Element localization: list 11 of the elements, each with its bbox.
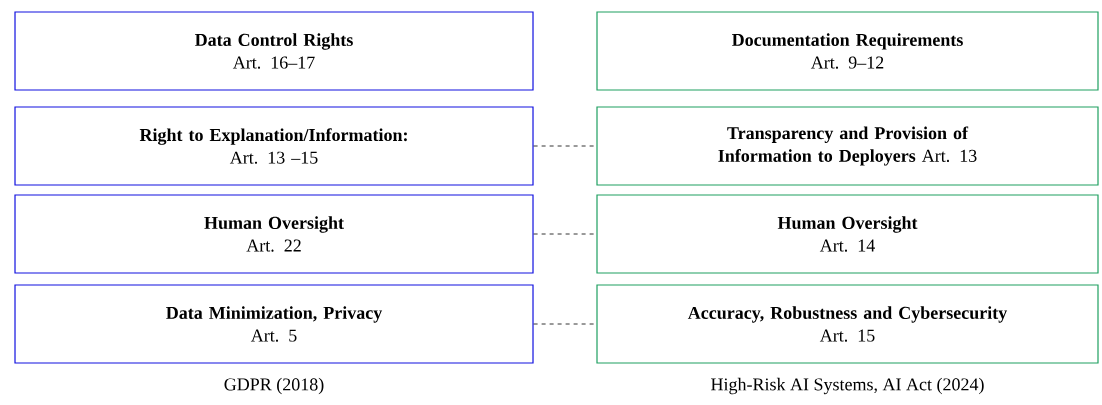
- article-box: Data Control Rights Art. 16–17: [14, 11, 534, 91]
- article-box: Right to Explanation/Information: Art. 13 –15: [14, 106, 534, 186]
- connector-line: [533, 323, 597, 325]
- article-box: Accuracy, Robustness and Cybersecurity Art. 15: [596, 284, 1099, 364]
- article-box: Human Oversight Art. 14: [596, 194, 1099, 274]
- article-box: Documentation Requirements Art. 9–12: [596, 11, 1099, 91]
- connector-line: [533, 233, 597, 235]
- article-box: Human Oversight Art. 22: [14, 194, 534, 274]
- article-box: Transparency and Provision of Information to Deployers Art. 13: [596, 106, 1099, 186]
- connector-line: [533, 145, 597, 147]
- article-box: Data Minimization, Privacy Art. 5: [14, 284, 534, 364]
